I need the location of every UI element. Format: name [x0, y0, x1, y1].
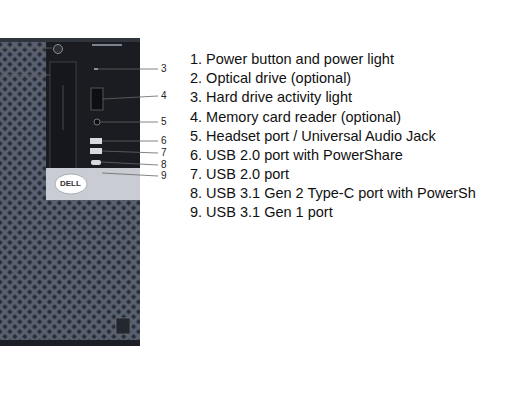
legend-item: 3. Hard drive activity light: [190, 90, 352, 105]
usb-port: [90, 138, 102, 144]
optical-drive: [50, 62, 76, 180]
callout-number: 6: [161, 136, 167, 146]
model-mark: [92, 44, 122, 46]
legend-item: 4. Memory card reader (optional): [190, 110, 401, 125]
callout-number: 4: [161, 91, 167, 101]
legend-item: 1. Power button and power light: [190, 52, 394, 67]
callout-number: 3: [161, 64, 167, 74]
usb-port: [90, 148, 102, 154]
top-edge: [0, 38, 140, 42]
legend-item: 8. USB 3.1 Gen 2 Type-C port with PowerS…: [190, 186, 476, 201]
badge-band: [46, 168, 140, 200]
legend-item: 9. USB 3.1 Gen 1 port: [190, 205, 333, 220]
power-button: [54, 45, 63, 54]
front-mesh: [0, 38, 140, 346]
legend-item: 2. Optical drive (optional): [190, 71, 351, 86]
callout-number: 5: [161, 117, 167, 127]
legend-item: 6. USB 2.0 port with PowerShare: [190, 148, 403, 163]
leader-lines: [0, 48, 158, 176]
drive-slot-line: [63, 85, 64, 130]
brand-logo: DELL: [60, 180, 81, 188]
legend-item: 5. Headset port / Universal Audio Jack: [190, 129, 436, 144]
callout-number: 8: [161, 160, 167, 170]
card-reader: [91, 88, 103, 110]
chassis-notch: [116, 318, 130, 334]
usb-c-port: [91, 160, 101, 165]
callout-number: 9: [161, 171, 167, 181]
activity-light: [94, 68, 98, 70]
callout-number: 7: [161, 148, 167, 158]
audio-jack: [94, 119, 100, 125]
foot: [0, 340, 140, 346]
legend-item: 7. USB 2.0 port: [190, 167, 289, 182]
front-panel: [46, 38, 140, 188]
logo-badge: [55, 174, 87, 194]
